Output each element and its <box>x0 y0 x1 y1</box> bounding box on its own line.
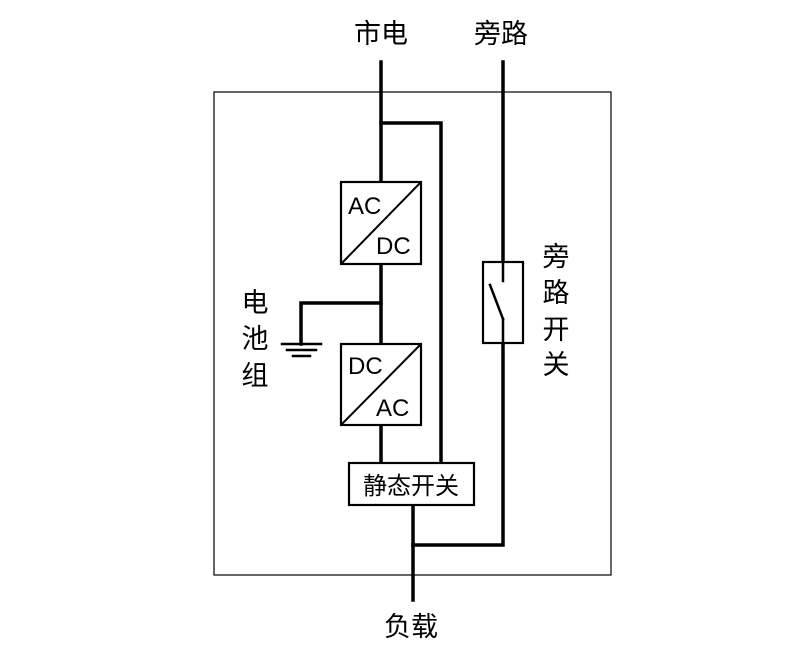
load-label: 负载 <box>384 612 438 643</box>
bypass-switch-label-1: 旁 <box>543 242 570 273</box>
inverter-input-label: DC <box>348 353 383 380</box>
static-switch-box <box>347 461 476 507</box>
static-switch-label: 静态开关 <box>363 472 459 500</box>
inverter-diagonal <box>340 343 422 426</box>
battery-pack-label-1: 电 <box>242 288 269 319</box>
bypass-switch-label-3: 开 <box>543 315 570 346</box>
bypass-label: 旁路 <box>474 19 528 50</box>
battery-pack-label-3: 组 <box>242 361 269 392</box>
bypass-switch-label-4: 关 <box>543 350 570 381</box>
rectifier-input-label: AC <box>348 193 381 220</box>
rectifier-diagonal <box>340 181 422 265</box>
rectifier-output-label: DC <box>376 233 411 260</box>
mains-label: 市电 <box>354 19 408 50</box>
bypass-switch-blade <box>488 283 505 321</box>
bypass-switch-label-2: 路 <box>543 278 570 309</box>
mains-to-static-switch-line <box>379 121 443 465</box>
battery-tap-line <box>299 301 383 346</box>
battery-pack-label-2: 池 <box>242 324 269 355</box>
bypass-to-load-line <box>411 341 505 547</box>
inverter-output-label: AC <box>376 395 409 422</box>
